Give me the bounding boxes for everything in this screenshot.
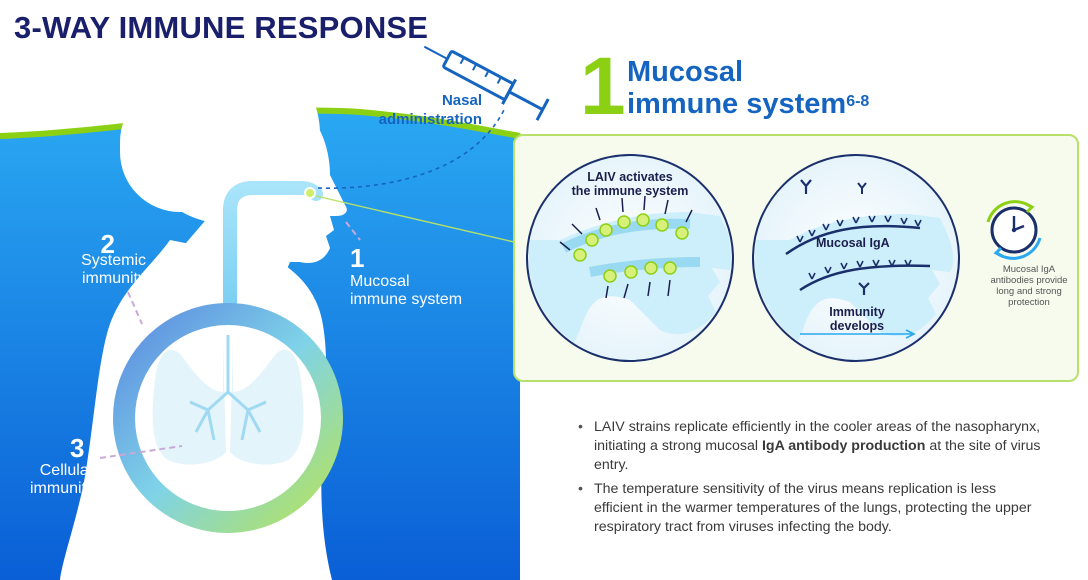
section-heading: Mucosal immune system6-8 — [627, 56, 869, 120]
label-mucosal-line2: immune system — [350, 291, 463, 308]
circle-iga — [752, 154, 960, 362]
label-cellular-line2: immunity — [29, 480, 94, 497]
circle1-line1: LAIV activates — [587, 170, 673, 184]
clock-icon — [986, 200, 1042, 260]
label-systemic-line2: immunity — [81, 270, 146, 287]
label-systemic-line1: Systemic — [81, 252, 146, 269]
circle2-label: Mucosal IgA — [816, 236, 890, 250]
heading-line2: immune system6-8 — [627, 88, 870, 120]
nasal-line1: Nasal — [441, 92, 482, 109]
label-cellular: 3 Cellular immunity — [30, 434, 94, 497]
arrow-icon — [559, 195, 693, 299]
bullet-item: The temperature sensitivity of the virus… — [578, 480, 1048, 537]
label-mucosal-line1: Mucosal — [350, 273, 410, 290]
lungs-icon — [152, 335, 304, 465]
heading-line1: Mucosal — [627, 56, 744, 88]
heading-refs: 6-8 — [846, 93, 870, 110]
syringe-icon — [423, 45, 550, 121]
bullet-list: LAIV strains replicate efficiently in th… — [578, 418, 1048, 542]
bullet2-text: The temperature sensitivity of the virus… — [594, 481, 1032, 535]
antibody-icon — [796, 179, 922, 295]
nasal-line2: administration — [378, 111, 482, 128]
label-mucosal: 1 Mucosal immune system — [350, 243, 463, 308]
circle1-line2: the immune system — [571, 184, 689, 198]
circle2-dev1: Immunity — [829, 305, 885, 319]
bullet-item: LAIV strains replicate efficiently in th… — [578, 418, 1048, 475]
page-title: 3-WAY IMMUNE RESPONSE — [14, 10, 429, 45]
bullet1-text: LAIV strains replicate efficiently in th… — [594, 419, 1041, 454]
circle2-develops: Immunity develops — [818, 305, 896, 333]
nasal-administration-label: Nasal administration — [350, 91, 482, 129]
circle-laiv — [526, 154, 734, 362]
bullet1-end: at the site of virus entry. — [594, 438, 1041, 473]
bullet1-bold: IgA antibody production — [761, 438, 926, 454]
circle2-dev2: develops — [829, 319, 885, 333]
section-number: 1 — [580, 41, 626, 132]
virus-icon — [304, 187, 316, 199]
side-note: Mucosal IgA antibodies provide long and … — [990, 264, 1068, 308]
label-cellular-line1: Cellular — [39, 462, 94, 479]
label-systemic: 2 Systemic immunity — [81, 230, 146, 287]
circle1-caption: LAIV activates the immune system — [570, 170, 690, 198]
